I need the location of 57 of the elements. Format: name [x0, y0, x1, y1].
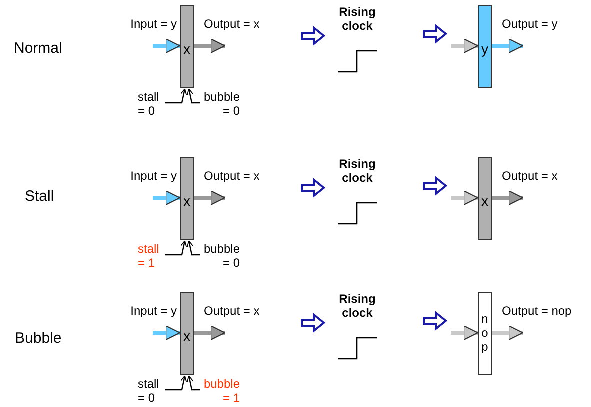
register-value: y — [480, 41, 490, 57]
leader-arrow — [186, 240, 200, 256]
signal-label: bubble = 0 — [200, 90, 240, 118]
hollow-arrow — [301, 26, 326, 46]
register-value: x — [182, 328, 192, 344]
leader-arrow — [165, 240, 188, 256]
clock-label: Rising clock — [338, 157, 377, 185]
edge-label: Output = x — [204, 169, 260, 183]
arrow — [451, 190, 479, 206]
edge-label: Output = nop — [502, 304, 572, 318]
hollow-arrow — [423, 310, 448, 332]
register-bar — [180, 157, 194, 240]
register-bar — [478, 157, 492, 240]
signal-label: stall = 0 — [138, 377, 165, 405]
arrow — [492, 325, 524, 341]
signal-label: stall = 1 — [138, 242, 165, 270]
signal-label: bubble = 0 — [200, 242, 240, 270]
clock-label: Rising clock — [338, 5, 377, 33]
register-value: x — [182, 41, 192, 57]
register-bar — [478, 5, 492, 88]
edge-label: Output = y — [502, 17, 558, 31]
hollow-arrow — [423, 24, 448, 44]
edge-label: Output = x — [204, 17, 260, 31]
leader-arrow — [186, 376, 200, 391]
row-label: Normal — [14, 40, 62, 57]
leader-arrow — [186, 88, 200, 104]
hollow-arrow — [423, 176, 448, 196]
row-label: Stall — [25, 188, 54, 205]
edge-label: Output = x — [502, 169, 558, 183]
row-label: Bubble — [15, 330, 62, 347]
hollow-arrow — [301, 312, 326, 334]
arrow — [153, 190, 181, 206]
register-value: nop — [481, 313, 489, 355]
arrow — [194, 325, 226, 341]
arrow — [451, 325, 479, 341]
arrow — [451, 38, 479, 54]
hollow-arrow — [301, 178, 326, 198]
register-bar — [180, 292, 194, 375]
arrow — [194, 190, 226, 206]
arrow — [153, 325, 181, 341]
signal-label: stall = 0 — [138, 90, 165, 118]
register-bar — [180, 5, 194, 88]
register-value: x — [480, 193, 490, 209]
clock-label: Rising clock — [338, 292, 377, 320]
edge-label: Output = x — [204, 304, 260, 318]
arrow — [492, 38, 524, 54]
edge-label: Input = y — [130, 17, 177, 31]
edge-label: Input = y — [130, 304, 177, 318]
register-value: x — [182, 193, 192, 209]
register-bar — [478, 292, 492, 375]
signal-label: bubble = 1 — [200, 377, 240, 405]
edge-label: Input = y — [130, 169, 177, 183]
arrow — [492, 190, 524, 206]
leader-arrow — [165, 88, 188, 104]
arrow — [153, 38, 181, 54]
leader-arrow — [165, 376, 188, 391]
arrow — [194, 38, 226, 54]
